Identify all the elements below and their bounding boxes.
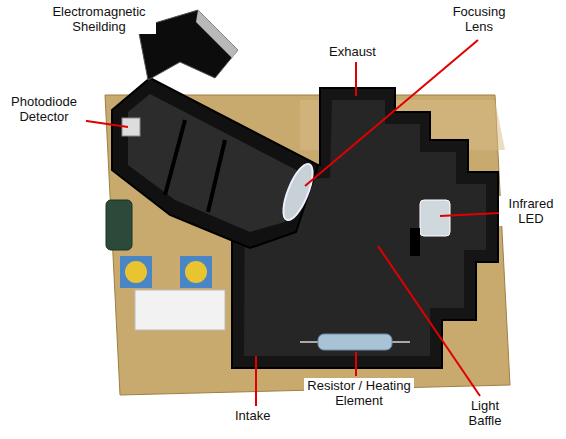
part-label: Focusing Lens [445, 4, 513, 34]
part-label: Intake [234, 408, 271, 423]
lens [277, 160, 318, 223]
arm-baffle [165, 120, 185, 195]
part-label: Resistor / Heating Element [304, 378, 414, 408]
leader-line [440, 213, 500, 216]
shield-foil [196, 10, 238, 58]
trimmer [120, 256, 152, 288]
trimmer-knob [125, 261, 147, 283]
resistor-symbol [318, 334, 392, 350]
trimmer [180, 256, 212, 288]
detector-arm [112, 78, 318, 248]
leader-lines [66, 40, 500, 406]
capacitor [106, 200, 132, 250]
arm-channel [128, 94, 300, 232]
leader-line [355, 352, 357, 376]
part-label: Electromagnetic Sheilding [42, 4, 156, 34]
led [420, 200, 450, 236]
arm-baffle [208, 140, 225, 212]
part-label: Light Baffle [460, 398, 510, 428]
connector [135, 290, 225, 330]
leader-line [255, 356, 257, 406]
leader-line [355, 62, 357, 96]
part-label: Photodiode Detector [2, 94, 86, 124]
part-label: Infrared LED [499, 196, 563, 226]
light-baffle [410, 228, 420, 256]
leader-line [305, 40, 478, 186]
leader-line [378, 246, 480, 396]
trimmer-knob [185, 261, 207, 283]
part-label: Exhaust [328, 44, 377, 59]
